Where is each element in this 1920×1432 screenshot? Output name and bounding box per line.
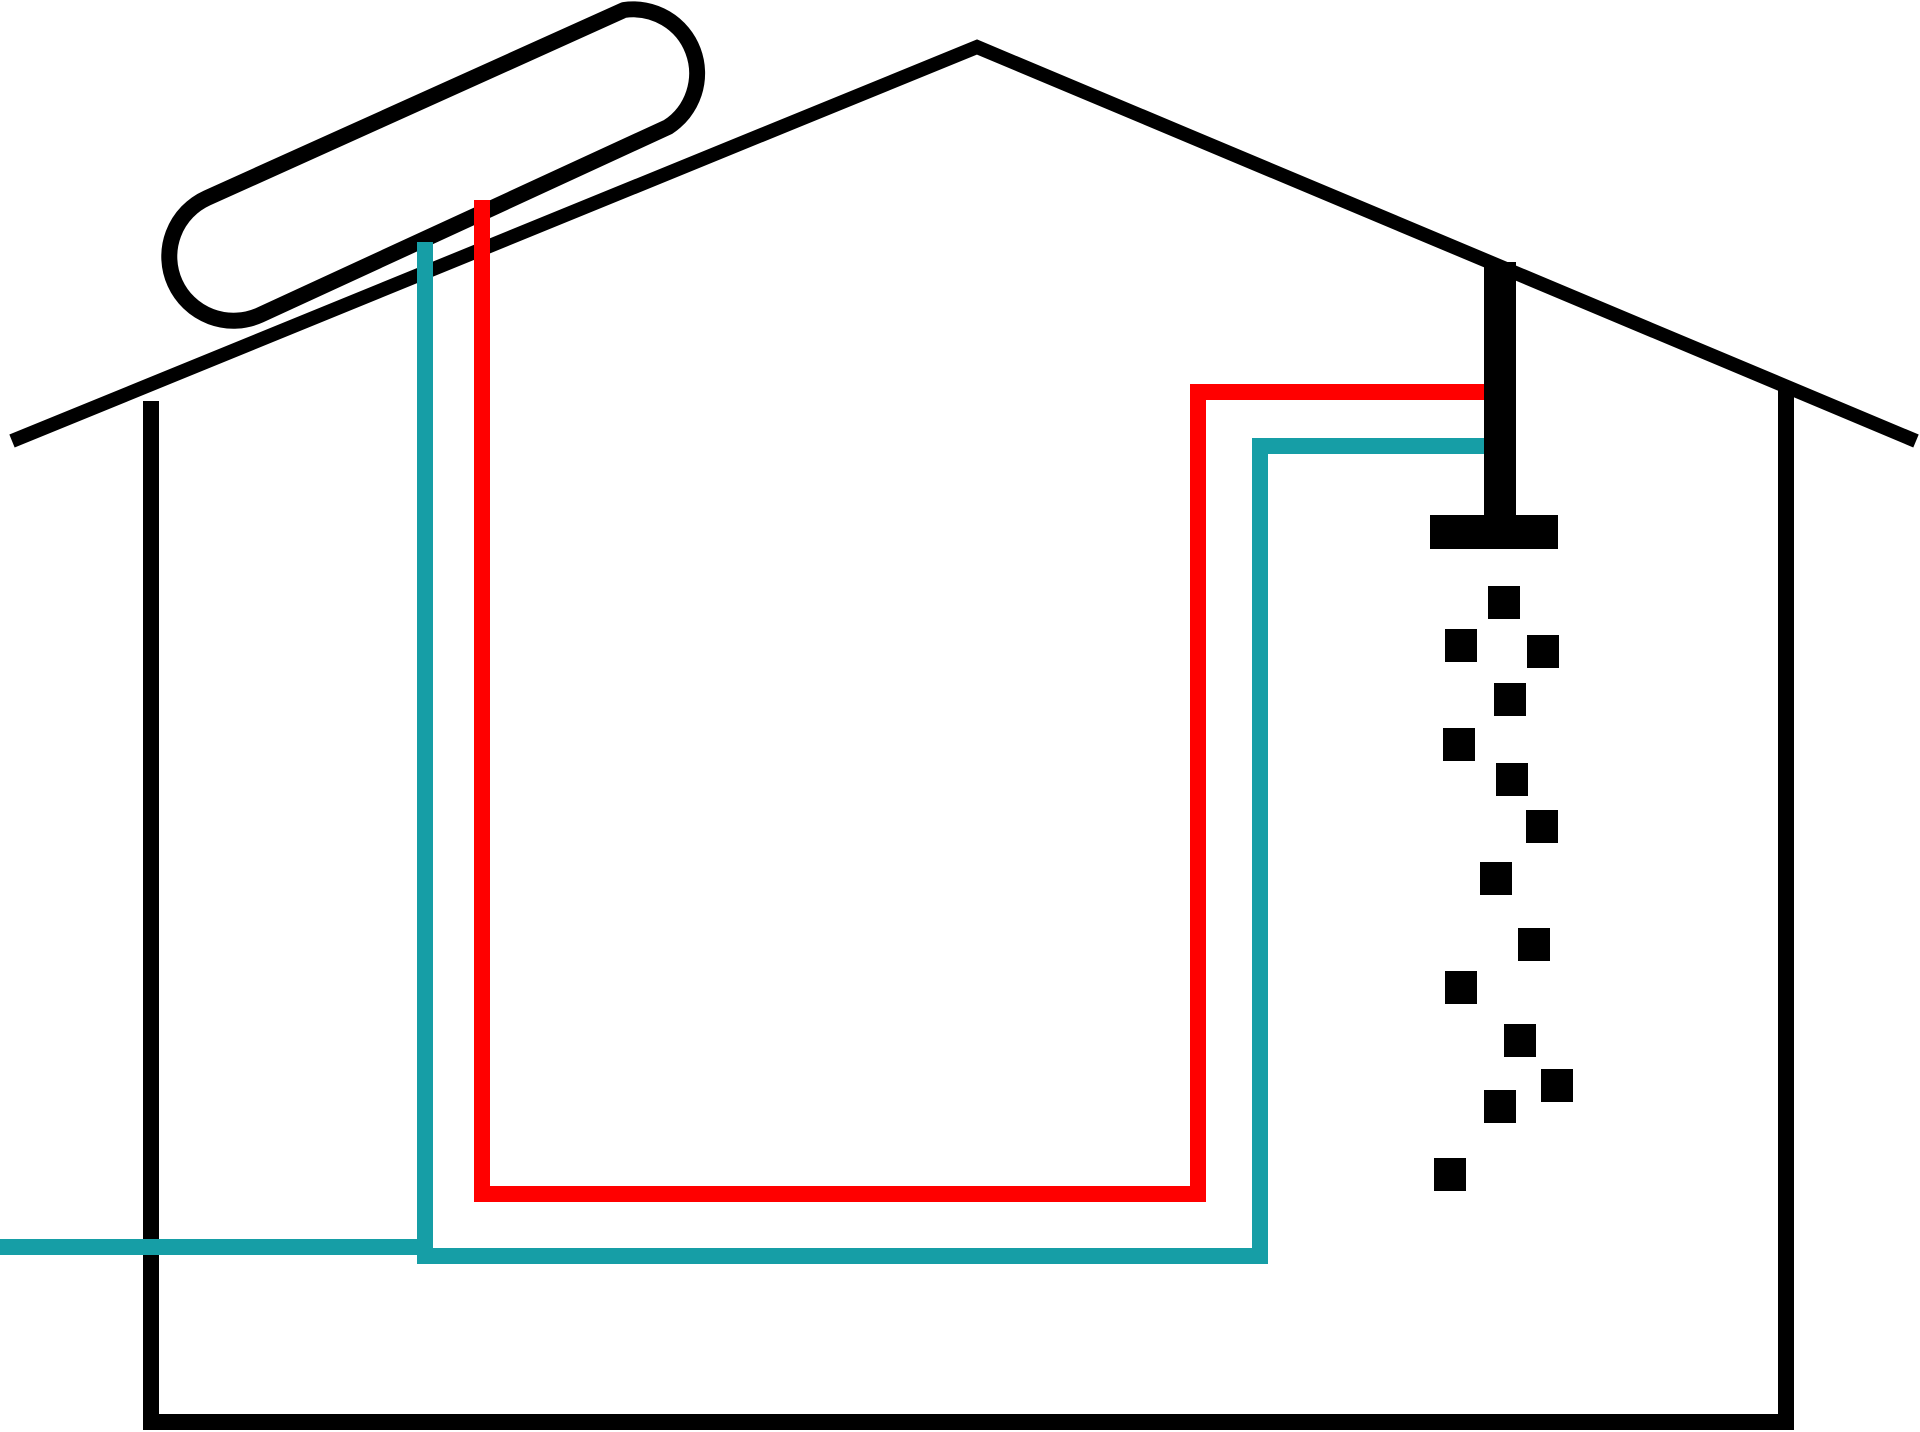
wall-left-and-floor bbox=[143, 390, 1794, 1430]
solar-collector-outline bbox=[161, 1, 706, 329]
cold-water-pipe bbox=[0, 242, 1500, 1264]
solar-collector-icon bbox=[161, 1, 706, 329]
water-drop bbox=[1526, 810, 1558, 843]
water-drop bbox=[1504, 1024, 1536, 1057]
shower-head-icon bbox=[1430, 262, 1558, 549]
water-drop bbox=[1434, 1158, 1466, 1191]
water-drop bbox=[1494, 683, 1526, 716]
water-drop bbox=[1445, 629, 1477, 662]
hot-water-pipe bbox=[474, 200, 1500, 1202]
water-drops-icon bbox=[1434, 586, 1573, 1191]
shower-head-bar bbox=[1430, 515, 1558, 549]
water-drop bbox=[1480, 862, 1512, 895]
house-walls-icon bbox=[143, 390, 1794, 1430]
water-drop bbox=[1496, 763, 1528, 796]
roof-icon bbox=[9, 39, 1919, 448]
water-drop bbox=[1541, 1069, 1573, 1102]
water-drop bbox=[1527, 635, 1559, 668]
water-drop bbox=[1443, 728, 1475, 761]
water-drop bbox=[1518, 928, 1550, 961]
shower-pipe bbox=[1484, 262, 1516, 520]
water-drop bbox=[1488, 586, 1520, 619]
water-drop bbox=[1484, 1090, 1516, 1123]
water-drop bbox=[1445, 971, 1477, 1004]
